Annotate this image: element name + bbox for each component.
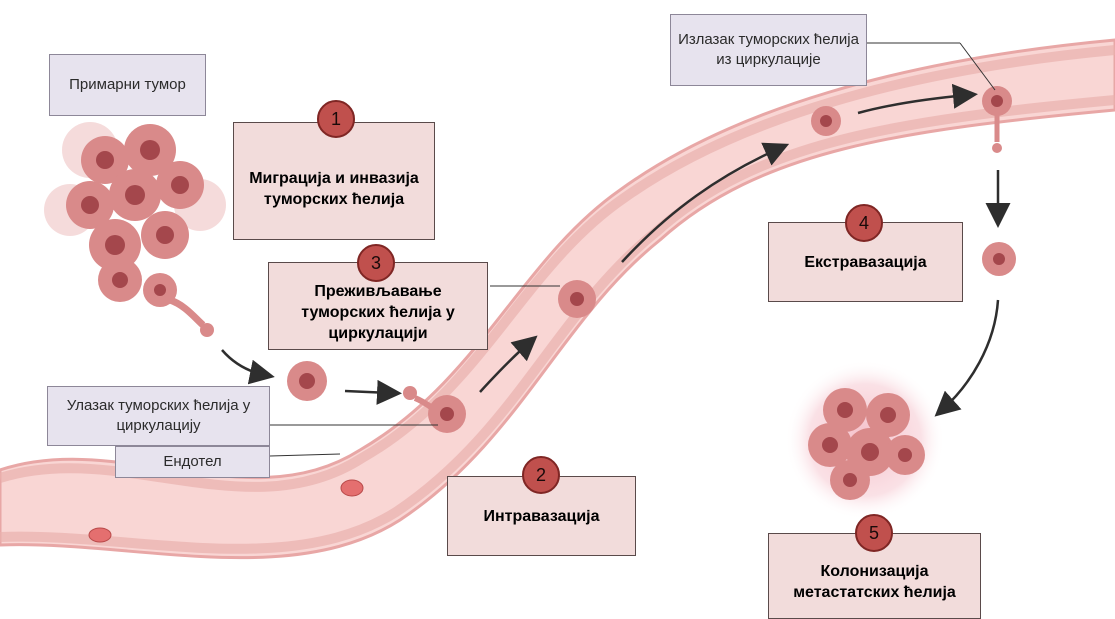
primary-tumor-cluster xyxy=(44,122,226,337)
primary-tumor-label: Примарни тумор xyxy=(49,54,206,116)
step-5-number: 5 xyxy=(855,514,893,552)
step-2-number: 2 xyxy=(522,456,560,494)
metastatic-colony xyxy=(785,360,945,520)
extravasation-exit-label: Излазак туморских ћелија из циркулације xyxy=(670,14,867,86)
step-3-number: 3 xyxy=(357,244,395,282)
step-1-box: Миграција и инвазија туморских ћелија xyxy=(233,122,435,240)
intravasation-entry-label: Улазак туморских ћелија у циркулацију xyxy=(47,386,270,446)
endothelium-label: Ендотел xyxy=(115,446,270,478)
step-4-number: 4 xyxy=(845,204,883,242)
step-1-number: 1 xyxy=(317,100,355,138)
